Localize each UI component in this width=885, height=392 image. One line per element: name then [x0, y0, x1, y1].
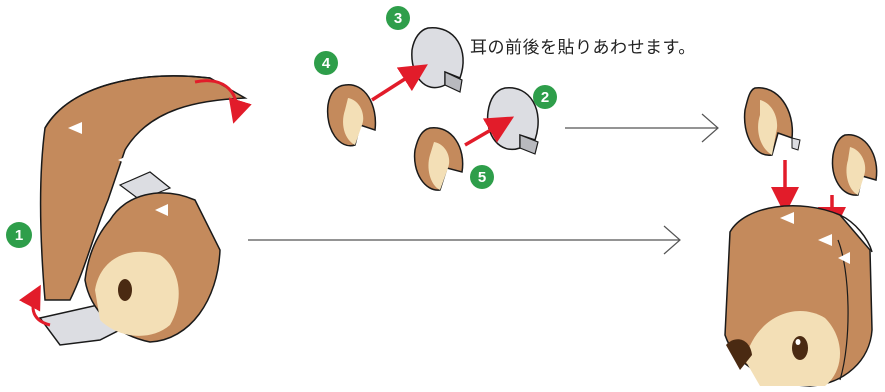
guide-arrow-top — [565, 113, 719, 143]
step-badge-3: 3 — [386, 6, 410, 30]
face-patch — [95, 251, 179, 336]
step-badge-2: 2 — [533, 85, 557, 109]
instruction-caption: 耳の前後を貼りあわせます。 — [470, 38, 696, 58]
assembled-head — [724, 205, 873, 387]
svg-text:5: 5 — [478, 169, 486, 186]
step-badge-5: 5 — [470, 165, 494, 189]
ear-front-piece-4 — [326, 84, 377, 147]
step-badge-4: 4 — [314, 51, 338, 75]
rotate-arrow-top — [194, 79, 252, 124]
red-arrow-4-to-3 — [371, 64, 428, 102]
assembled-ear-right — [831, 134, 878, 196]
ear-back-piece-3 — [411, 27, 464, 93]
rotate-arrow-bottom — [18, 284, 51, 327]
step-badge-1: 1 — [6, 222, 32, 248]
assembled-ear-left — [743, 87, 801, 156]
folding-head-figure — [18, 75, 252, 346]
ear-front-piece-5 — [413, 127, 464, 191]
svg-text:3: 3 — [394, 10, 402, 27]
red-arrow-5-to-2 — [464, 116, 515, 147]
guide-arrow-bottom — [248, 225, 681, 255]
eye — [118, 279, 132, 301]
svg-text:2: 2 — [541, 89, 549, 106]
ear-back-piece-2 — [486, 87, 539, 155]
svg-text:1: 1 — [15, 227, 23, 244]
svg-text:4: 4 — [322, 55, 331, 72]
assembled-eye — [792, 336, 808, 360]
